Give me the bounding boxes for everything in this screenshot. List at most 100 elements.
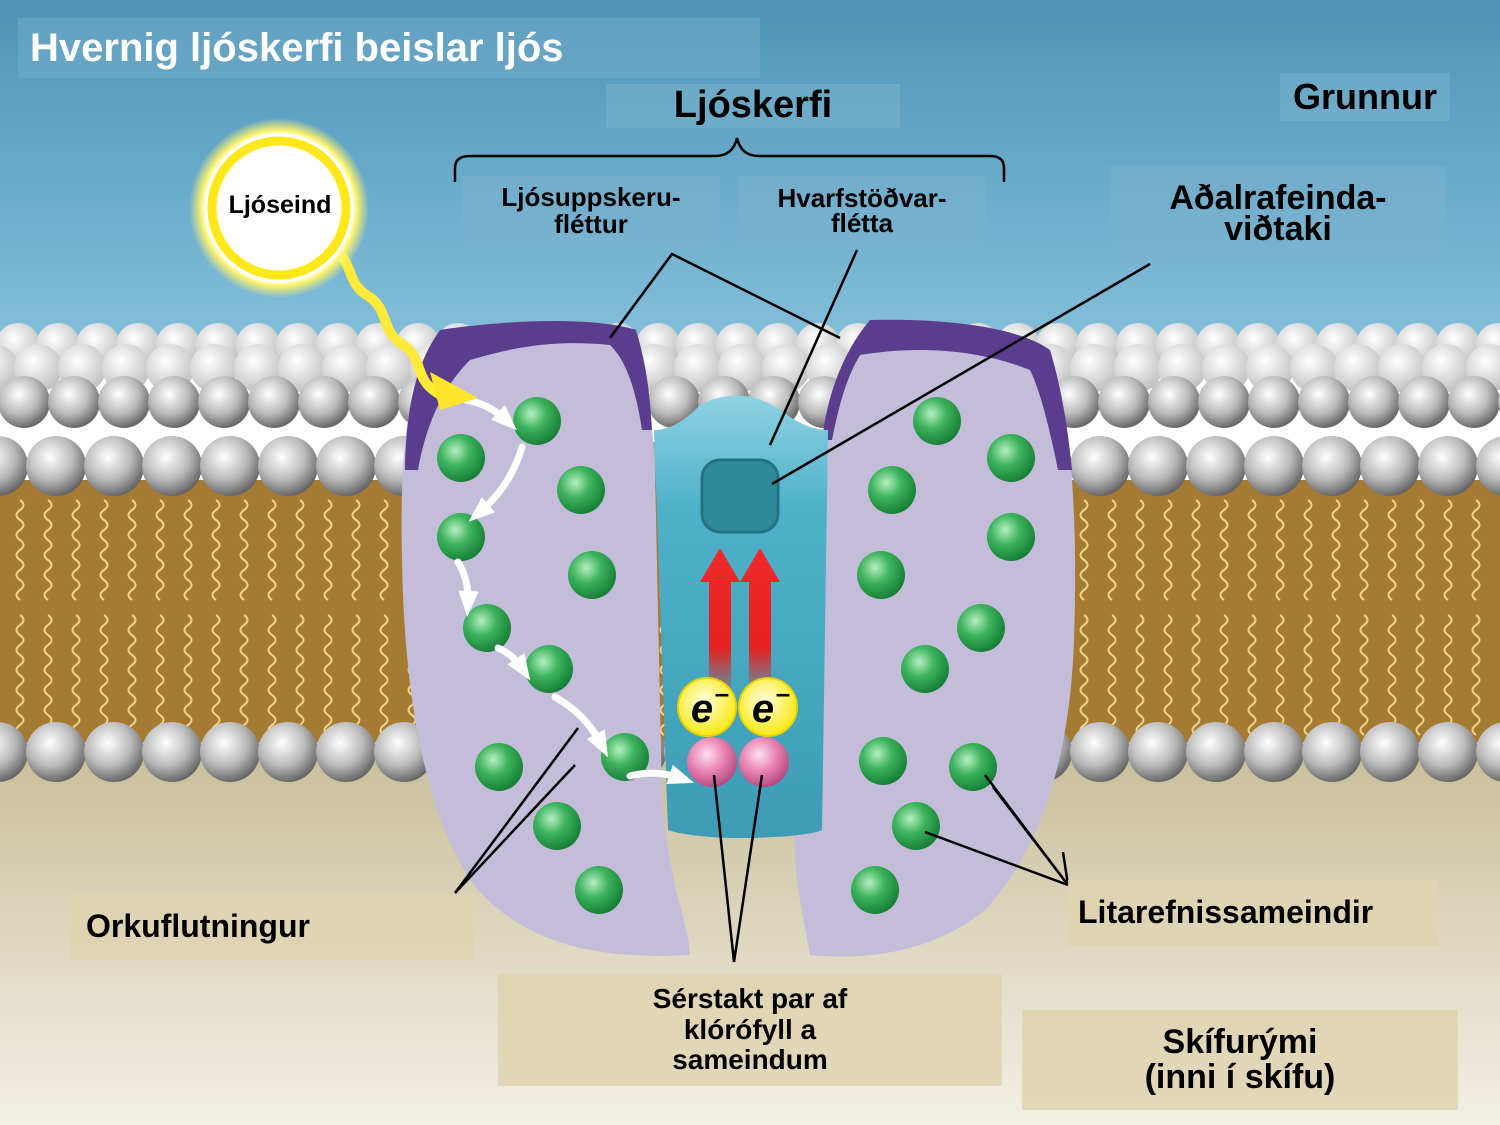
lipid-head <box>84 722 144 782</box>
energy-transfer-arrowhead <box>507 653 531 681</box>
lipid-head <box>1360 722 1420 782</box>
lipid-head <box>648 376 700 428</box>
leader-lines <box>453 137 1151 963</box>
lipid-tail <box>295 499 305 601</box>
lipid-tail <box>15 499 25 601</box>
pigment-molecule <box>437 513 485 561</box>
lipid-tail <box>183 614 193 736</box>
lipid-head <box>1302 436 1362 496</box>
label-primary-acceptor-line1: Aðalrafeinda- <box>1169 179 1387 218</box>
lipid-head <box>1398 376 1450 428</box>
lipid-tail <box>1275 499 1285 601</box>
leader-pigments <box>924 774 1070 887</box>
lipid-tail <box>1163 614 1173 736</box>
energy-transfer-arrowhead <box>666 764 695 784</box>
label-pigment-molecules-text: Litarefnissameindir <box>1078 894 1374 931</box>
leader-light-harvesting <box>608 252 841 340</box>
label-energy-transfer-text: Orkuflutningur <box>86 908 310 945</box>
lipid-head <box>1098 376 1150 428</box>
label-reaction-center-line2: flétta <box>830 208 894 238</box>
lipid-tail <box>1359 499 1369 601</box>
lipid-tail <box>1303 499 1313 601</box>
antenna-rim-right <box>822 319 1072 470</box>
lipid-head <box>1148 376 1200 428</box>
lipid-head <box>200 722 260 782</box>
lipid-tail <box>267 614 277 736</box>
lipid-tail <box>1331 614 1341 736</box>
page-title: Hvernig ljóskerfi beislar ljós <box>18 18 760 78</box>
lipid-tail <box>239 499 249 601</box>
electron-flow-arrow-left <box>700 548 740 700</box>
lipid-head <box>1128 436 1188 496</box>
label-photosystem: Ljóskerfi <box>606 84 900 128</box>
lipid-tail <box>155 614 165 736</box>
label-chlorophyll-pair-line1: Sérstakt par af <box>652 982 848 1014</box>
lipid-head <box>0 436 28 496</box>
lipid-tail <box>1359 614 1369 736</box>
lipid-tail <box>351 499 361 601</box>
lipid-head <box>148 376 200 428</box>
lipid-head <box>1070 436 1130 496</box>
lipid-tail <box>99 499 109 601</box>
label-stroma: Grunnur <box>1280 73 1450 121</box>
lipid-head <box>1244 436 1304 496</box>
energy-transfer-arrowhead <box>586 729 608 758</box>
lipid-tail <box>1331 499 1341 601</box>
electron-charge: – <box>776 678 790 708</box>
lipid-tail <box>15 614 25 736</box>
label-photon-text: Ljóseind <box>228 190 332 219</box>
lipid-head <box>1448 376 1500 428</box>
label-light-harvesting-line2: fléttur <box>554 209 628 239</box>
lipid-tail <box>43 499 53 601</box>
lipid-tail <box>71 499 81 601</box>
pigment-molecule <box>575 866 623 914</box>
lipid-head <box>316 436 376 496</box>
lipid-tail <box>211 614 221 736</box>
electron-right: e – <box>738 677 798 737</box>
pigment-molecules <box>437 397 1035 914</box>
primary-electron-acceptor <box>700 458 780 534</box>
label-light-harvesting-line1: Ljósuppskeru- <box>501 181 681 212</box>
label-chlorophyll-pair-line2: klórófyll a <box>683 1013 817 1045</box>
pigment-molecule <box>892 802 940 850</box>
pigment-molecule <box>601 733 649 781</box>
lipid-head <box>98 376 150 428</box>
lipid-tail <box>71 614 81 736</box>
lipid-tail <box>1471 499 1481 601</box>
lipid-head <box>1128 722 1188 782</box>
label-thylakoid-space-line2: (inni í skífu) <box>1144 1058 1336 1096</box>
lipid-tail <box>323 499 333 601</box>
lipid-tail <box>1079 499 1089 601</box>
electron-charge: – <box>715 678 729 708</box>
lipid-head <box>1244 722 1304 782</box>
label-reaction-center-complex: Hvarfstöðvar- flétta <box>738 176 986 246</box>
electron-symbol: e <box>752 687 774 731</box>
label-pigment-molecules: Litarefnissameindir <box>1068 880 1438 946</box>
lipid-head <box>200 436 260 496</box>
lipid-tail <box>1135 499 1145 601</box>
chlorophyll-a-pair-left <box>687 737 737 787</box>
pigment-molecule <box>913 397 961 445</box>
lipid-tail <box>127 499 137 601</box>
pigment-molecule <box>568 551 616 599</box>
energy-transfer-arrowhead <box>491 405 517 431</box>
pigment-molecule <box>868 466 916 514</box>
leader-primary-acceptor <box>771 262 1151 486</box>
leader-chlorophyll-pair <box>712 774 764 963</box>
lipid-tail <box>1387 614 1397 736</box>
lipid-head <box>1476 436 1500 496</box>
lipid-tail <box>183 499 193 601</box>
lipid-tail <box>1135 614 1145 736</box>
pigment-molecule <box>533 802 581 850</box>
pigment-molecule <box>957 604 1005 652</box>
lipid-tail <box>155 499 165 601</box>
lipid-tail <box>1079 614 1089 736</box>
lipid-head <box>142 722 202 782</box>
lipid-tail <box>99 614 109 736</box>
lipid-tail <box>1107 614 1117 736</box>
label-reaction-center-line1: Hvarfstöðvar- <box>777 183 947 214</box>
energy-transfer-path <box>454 396 695 784</box>
lipid-head <box>348 376 400 428</box>
lipid-tail <box>1275 614 1285 736</box>
